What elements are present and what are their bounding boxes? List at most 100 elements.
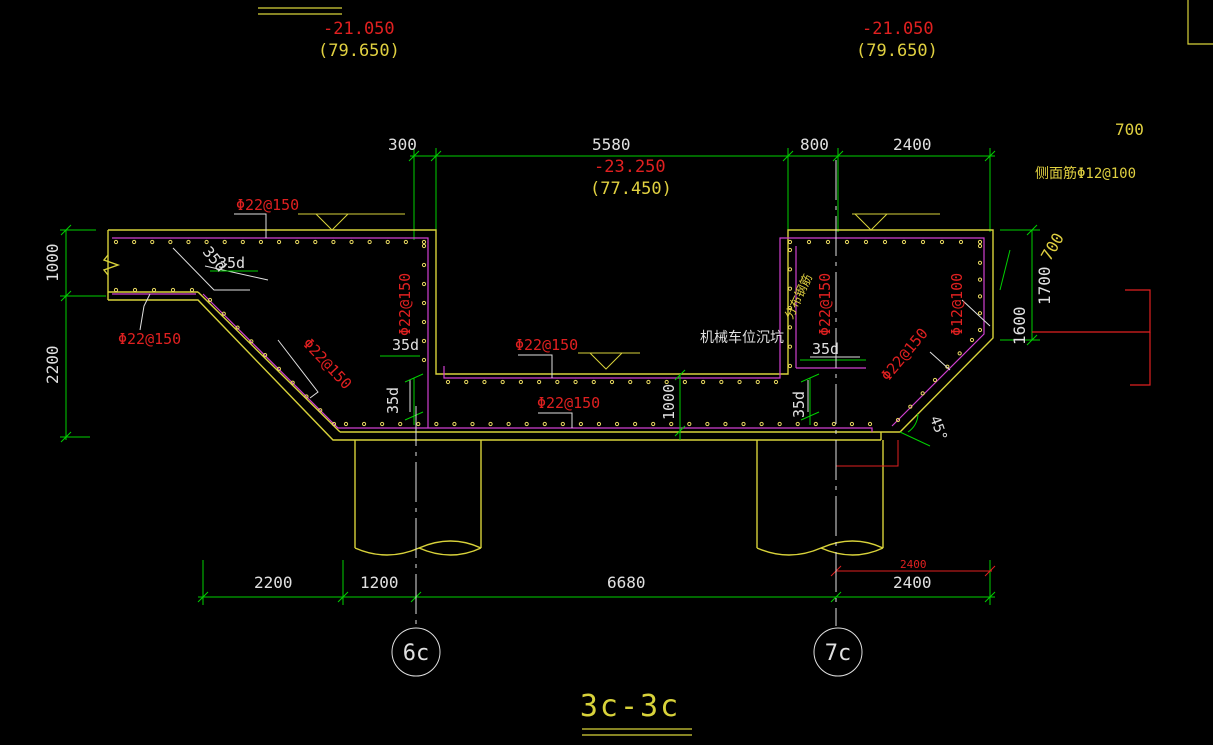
rebar-dot	[628, 379, 633, 385]
dim-2400-red: 2400	[900, 558, 927, 571]
label-pit-bottom-rebar: Φ22@150	[537, 394, 600, 412]
rebar-dot	[488, 421, 493, 427]
rebar-dot	[578, 421, 583, 427]
rebar-dot	[977, 260, 983, 265]
rebar-lines	[112, 237, 985, 432]
rebar-dot	[263, 353, 268, 358]
dim-700-far: 700	[1115, 120, 1144, 139]
rebar-dot	[755, 379, 760, 385]
rebar-dot	[318, 408, 323, 413]
rebar-dot	[385, 239, 390, 245]
rebar-dot	[361, 421, 367, 427]
rebar-dot	[290, 380, 295, 385]
left-dimension-line	[60, 224, 106, 443]
rebar-dot	[609, 379, 615, 385]
rebar-dot	[482, 379, 487, 385]
dim-2200-bottom: 2200	[254, 573, 293, 592]
rebar-dot	[500, 379, 505, 385]
rebar-dot	[920, 239, 926, 245]
rebar-dot	[651, 421, 656, 427]
rebar-dot	[687, 421, 692, 427]
rebar-dot	[596, 421, 602, 427]
rebar-dot	[524, 421, 529, 427]
axis-bubble-6c	[391, 627, 441, 677]
dim-1700: 1700	[1035, 266, 1054, 305]
rebar-dot	[977, 311, 983, 316]
anchor-35d-3: 35d	[392, 336, 419, 354]
axis-label-7c: 7c	[825, 641, 852, 666]
label-pit-top-rebar: Φ22@150	[515, 336, 578, 354]
rebar-dots	[113, 239, 983, 427]
rebar-dot	[958, 239, 964, 245]
dim-1600: 1600	[1010, 306, 1029, 345]
rebar-dot	[168, 239, 173, 245]
rebar-dot	[421, 300, 427, 306]
rebar-dot	[222, 239, 227, 245]
rebar-dot	[773, 379, 779, 385]
axis-bubble-7c	[813, 627, 863, 677]
rebar-dot	[977, 277, 983, 282]
dim-2200-left: 2200	[43, 345, 62, 384]
rebar-dot	[132, 239, 137, 245]
anchor-35d-4: 35d	[384, 387, 402, 414]
rebar-dot	[470, 421, 475, 427]
rebar-dot	[367, 239, 372, 245]
rebar-dot	[416, 421, 421, 427]
rebar-dot	[759, 421, 764, 427]
elevation-markers: -21.050 (79.650) -21.050 (79.650) -23.25…	[318, 19, 938, 199]
right-dimension-line	[999, 224, 1040, 346]
left-dimension-texts: 1000 2200	[43, 243, 62, 384]
rebar-dot	[331, 239, 336, 245]
rebar-dot	[920, 391, 925, 396]
rebar-dot	[882, 239, 888, 245]
rebar-dot	[113, 239, 119, 245]
elevation-pit-yellow: (77.450)	[590, 179, 672, 199]
rebar-dot	[452, 421, 457, 427]
rebar-dot	[977, 327, 983, 333]
rebar-dot	[787, 305, 793, 311]
rebar-dot	[249, 339, 254, 344]
dim-1200-bottom: 1200	[360, 573, 399, 592]
misc-texts: 机械车位沉坑 1000 45°	[660, 329, 950, 443]
rebar-dot	[969, 337, 975, 343]
rebar-dot	[787, 286, 793, 291]
rebar-dot	[421, 262, 427, 268]
rebar-dot	[614, 421, 620, 427]
rebar-dot	[908, 404, 913, 409]
dim-5580: 5580	[592, 135, 631, 154]
rebar-dot	[591, 379, 596, 385]
rebar-dot	[421, 281, 427, 287]
rebar-dot	[806, 239, 812, 245]
concrete-section	[102, 229, 994, 556]
rebar-dot	[204, 239, 209, 245]
rebar-dot	[403, 239, 408, 245]
rebar-dot	[844, 239, 850, 245]
dim-2400-bottom: 2400	[893, 573, 932, 592]
rebar-dot	[343, 421, 349, 427]
rebar-dot	[957, 351, 962, 356]
bottom-dimension-texts: 2200 1200 6680 2400 2400	[254, 558, 932, 592]
anchor-35d-5: 35d	[812, 340, 839, 358]
anchorage-ticks	[210, 270, 866, 440]
axis-grid	[391, 160, 863, 677]
rebar-dot	[682, 379, 687, 385]
rebar-dot	[132, 287, 138, 293]
rebar-dot	[895, 417, 901, 423]
rebar-dot	[719, 379, 724, 385]
rebar-dot	[421, 357, 427, 363]
rebar-dot	[445, 379, 451, 385]
rebar-dot	[542, 421, 547, 427]
rebar-dot	[421, 319, 427, 325]
rebar-dot	[977, 243, 983, 249]
rebar-dot	[150, 239, 155, 245]
rebar-dot	[240, 239, 245, 245]
rebar-dot	[221, 311, 226, 316]
rebar-dot	[113, 287, 119, 293]
rebar-dot	[331, 421, 337, 427]
rebar-dot	[737, 379, 742, 385]
rebar-dot	[398, 421, 403, 427]
elevation-top-left-yellow: (79.650)	[318, 41, 400, 61]
label-right-wall-rebar: Φ22@150	[816, 273, 834, 336]
